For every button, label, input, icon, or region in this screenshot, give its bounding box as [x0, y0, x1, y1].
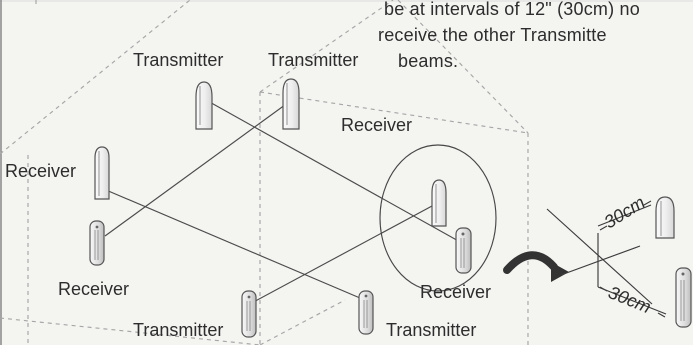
transmitter-top-left-device — [195, 81, 213, 130]
label-receiver-left: Receiver — [5, 161, 76, 181]
transmitter-bottom-right-device — [358, 290, 374, 335]
label-transmitter-bottom-left: Transmitter — [133, 320, 223, 340]
label-receiver-center: Receiver — [341, 115, 412, 135]
label-transmitter-bottom-right: Transmitter — [386, 320, 476, 340]
label-transmitter-top-right: Transmitter — [268, 50, 358, 70]
label-receiver-bottom-right: Receiver — [420, 282, 491, 302]
beam-lines — [104, 99, 463, 306]
label-transmitter-top-left: Transmitter — [133, 50, 223, 70]
note-line-1: be at intervals of 12" (30cm) no — [384, 0, 640, 19]
receiver-bottom-left-device — [89, 220, 105, 266]
detail-device-bottom — [675, 267, 692, 328]
transmitter-bottom-left-device — [241, 290, 257, 338]
detail-arrow — [503, 251, 569, 282]
receiver-center-device — [431, 179, 447, 227]
note-line-2: receive the other Transmitte — [378, 25, 607, 45]
transmitter-center-device — [455, 227, 472, 274]
receiver-left-device — [94, 146, 110, 200]
highlight-ellipse — [379, 144, 497, 292]
transmitter-top-right-device — [282, 78, 300, 130]
note-line-3: beams. — [398, 51, 458, 71]
room-outline — [0, 0, 529, 345]
detail-device-top — [655, 196, 675, 239]
label-receiver-bottom-left: Receiver — [58, 279, 129, 299]
detail-spacing-top-label: 30cm — [601, 192, 649, 232]
detail-callout — [546, 200, 667, 318]
detail-spacing-bottom-label: 30cm — [606, 282, 654, 317]
